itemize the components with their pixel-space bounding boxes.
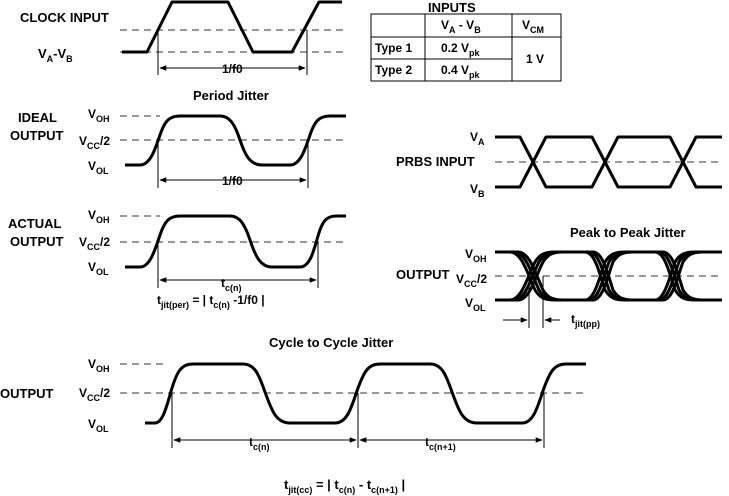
prbs-vb-label: VB <box>470 182 485 199</box>
cycle-jitter-title: Cycle to Cycle Jitter <box>269 335 393 350</box>
period-jitter-section: Period Jitter IDEAL OUTPUT VOH VCC/2 VOL… <box>8 88 348 310</box>
peak-vcc-label: VCC/2 <box>456 272 487 289</box>
cycle-jitter-section: Cycle to Cycle Jitter VOH OUTPUT VCC/2 V… <box>0 335 586 495</box>
clock-input-title: CLOCK INPUT <box>20 10 109 25</box>
peak-tjit-label: tjit(pp) <box>571 312 600 329</box>
actual-waveform <box>125 214 346 269</box>
prbs-eye-pattern <box>495 135 722 189</box>
cycle-vcc-label: VCC/2 <box>79 386 110 403</box>
cycle-waveform <box>145 362 586 425</box>
ideal-period-label: 1/f0 <box>222 174 243 188</box>
actual-vol-label: VOL <box>88 260 109 277</box>
col-vcm-header: VCM <box>522 18 544 35</box>
actual-voh-label: VOH <box>88 208 110 225</box>
prbs-va-label: VA <box>470 130 485 147</box>
inputs-table: INPUTS VA - VB VCM Type 1 0.2 Vpk Type 2… <box>370 0 562 82</box>
cycle-jitter-formula: tjit(cc) = | tc(n) - tc(n+1) | <box>284 477 405 495</box>
ideal-vcc-label: VCC/2 <box>79 134 110 151</box>
cycle-tc2-label: tc(n+1) <box>425 435 456 452</box>
cycle-tc1-label: tc(n) <box>249 435 270 452</box>
inputs-table-title: INPUTS <box>428 0 476 15</box>
prbs-input-label: PRBS INPUT <box>396 154 475 169</box>
col-va-vb-header: VA - VB <box>441 18 481 35</box>
clock-waveform <box>122 0 342 54</box>
period-jitter-formula: tjit(per) = | tc(n) -1/f0 | <box>157 293 265 310</box>
vcm-value: 1 V <box>526 52 544 66</box>
peak-output-label: OUTPUT <box>396 267 450 282</box>
peak-voh-label: VOH <box>465 247 487 264</box>
row2-type: Type 2 <box>375 63 412 77</box>
row1-type: Type 1 <box>375 41 412 55</box>
peak-eye-pattern <box>495 250 722 302</box>
actual-period-label: tc(n) <box>221 276 242 293</box>
prbs-input-section: VA PRBS INPUT VB <box>396 130 722 199</box>
clock-input-section: CLOCK INPUT VA-VB 1/f0 <box>20 0 348 76</box>
period-jitter-title: Period Jitter <box>193 88 269 103</box>
actual-label-2: OUTPUT <box>10 234 64 249</box>
ideal-label-2: OUTPUT <box>10 128 64 143</box>
peak-jitter-title: Peak to Peak Jitter <box>570 225 686 240</box>
row2-value: 0.4 Vpk <box>441 63 481 80</box>
actual-label-1: ACTUAL <box>8 216 61 231</box>
ideal-label-1: IDEAL <box>18 110 57 125</box>
cycle-vol-label: VOL <box>88 417 109 434</box>
actual-vcc-label: VCC/2 <box>79 235 110 252</box>
ideal-voh-label: VOH <box>88 107 110 124</box>
peak-vol-label: VOL <box>465 296 486 313</box>
cycle-voh-label: VOH <box>88 357 110 374</box>
cycle-output-label: OUTPUT <box>0 386 54 401</box>
peak-jitter-section: Peak to Peak Jitter VOH OUTPUT VCC/2 VOL… <box>396 225 722 329</box>
ideal-waveform <box>125 114 346 167</box>
clock-period-label: 1/f0 <box>222 62 243 76</box>
ideal-vol-label: VOL <box>88 159 109 176</box>
va-vb-label: VA-VB <box>38 46 73 64</box>
row1-value: 0.2 Vpk <box>441 41 481 58</box>
